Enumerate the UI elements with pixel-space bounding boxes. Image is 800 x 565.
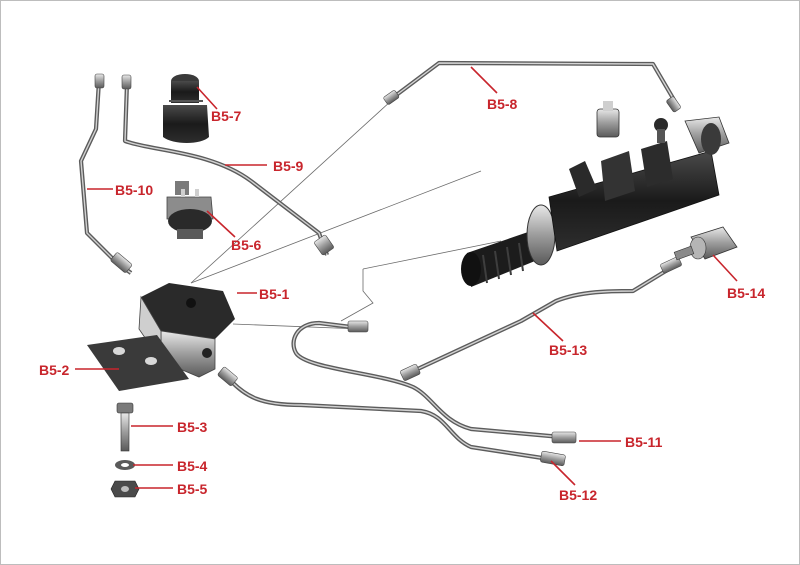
pipe-b5-13 — [400, 256, 682, 381]
fitting-b5-14 — [673, 226, 738, 261]
callout-b5-14: B5-14 — [727, 285, 766, 301]
callout-b5-11: B5-11 — [625, 434, 663, 450]
plate-b5-2 — [87, 335, 189, 391]
callout-b5-12: B5-12 — [559, 487, 598, 503]
callout-b5-2: B5-2 — [39, 362, 70, 378]
callout-b5-8: B5-8 — [487, 96, 518, 112]
callout-b5-4: B5-4 — [177, 458, 208, 474]
switch-b5-6 — [166, 181, 214, 239]
callout-b5-1: B5-1 — [259, 286, 290, 302]
callout-b5-6: B5-6 — [231, 237, 262, 253]
boot-b5-7 — [163, 74, 209, 143]
bolt-b5-3 — [116, 402, 134, 452]
guide-lines — [190, 100, 502, 330]
callout-b5-3: B5-3 — [177, 419, 208, 435]
pipe-b5-9 — [121, 74, 334, 256]
callout-b5-9: B5-9 — [273, 158, 304, 174]
callout-b5-13: B5-13 — [549, 342, 588, 358]
callout-b5-5: B5-5 — [177, 481, 208, 497]
pipe-b5-11 — [291, 320, 577, 444]
pipe-b5-10 — [78, 73, 133, 275]
callout-b5-10: B5-10 — [115, 182, 154, 198]
washer-b5-4 — [115, 460, 135, 470]
callout-b5-7: B5-7 — [211, 108, 242, 124]
pipe-b5-8 — [383, 60, 681, 113]
nut-b5-5 — [110, 480, 140, 498]
pipe-b5-12 — [217, 366, 566, 466]
leader-lines — [75, 66, 738, 489]
master-cylinder — [461, 101, 730, 287]
